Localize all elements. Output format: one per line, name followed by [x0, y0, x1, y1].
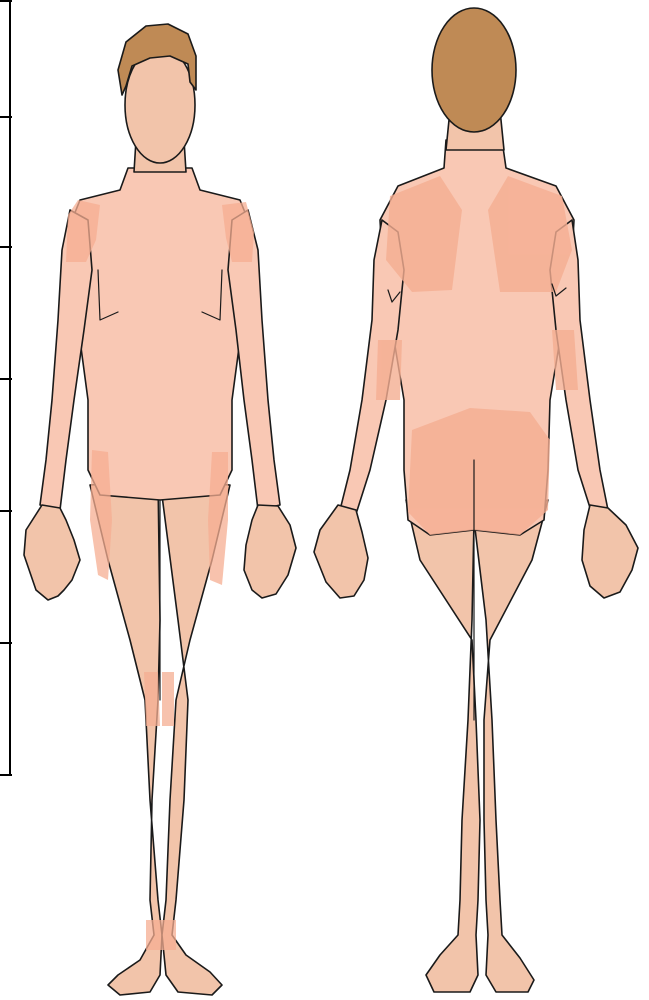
front-left-hand	[24, 505, 80, 600]
front-right-thigh-patch	[208, 452, 228, 585]
front-ankle-patch	[146, 920, 176, 950]
front-view	[24, 24, 296, 995]
back-right-hand	[582, 505, 638, 598]
front-right-knee-patch	[162, 672, 174, 726]
front-right-hand	[244, 505, 296, 598]
front-left-knee-patch	[144, 672, 160, 726]
back-buttocks-patch	[408, 408, 550, 535]
back-right-leg	[474, 500, 548, 992]
back-left-leg	[406, 500, 480, 992]
back-view	[314, 8, 638, 992]
front-left-thigh-patch	[90, 450, 112, 580]
back-left-hand	[314, 505, 368, 598]
back-right-elbow-patch	[552, 330, 578, 390]
back-left-elbow-patch	[376, 340, 402, 400]
back-head	[432, 8, 516, 132]
